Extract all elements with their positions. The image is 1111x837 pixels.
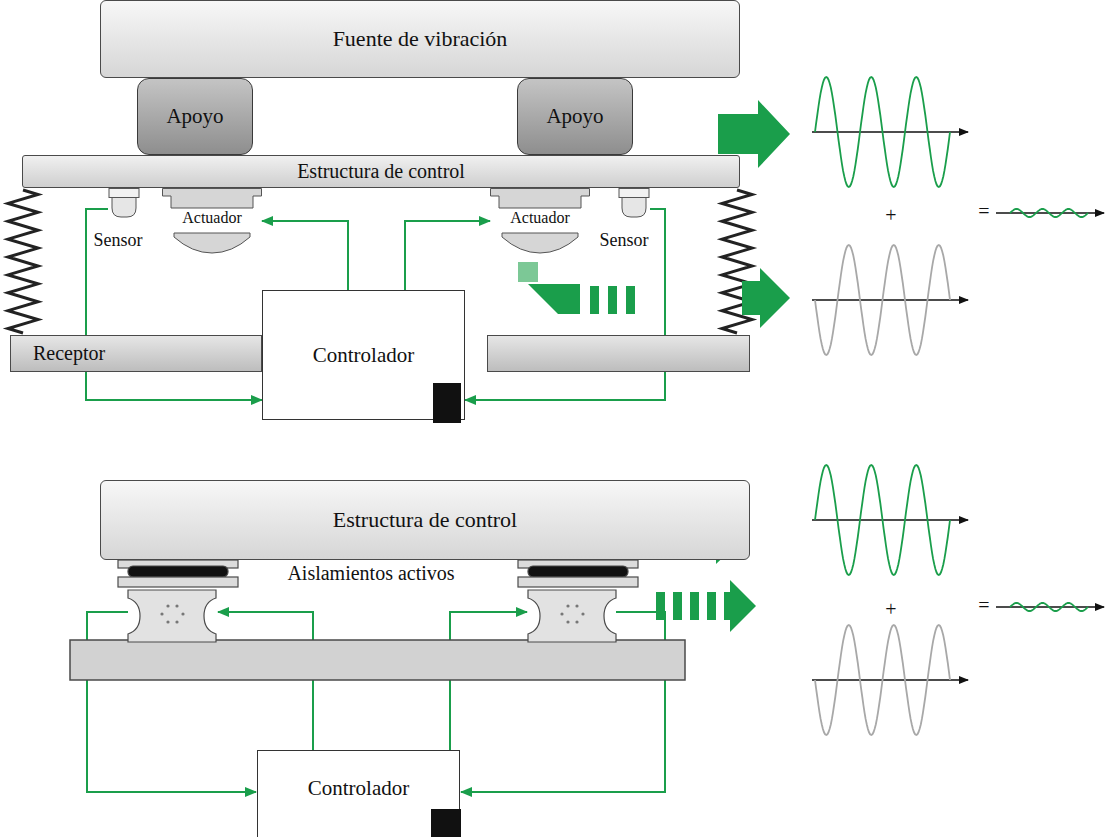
operator-sign: + [881,204,901,227]
operator-sign: = [974,594,994,617]
node-label: Sensor [94,230,143,251]
sensor-shape [618,188,650,218]
signal-connector [405,221,490,290]
node-label: Controlador [308,776,409,800]
sensor-shape [108,188,140,218]
control-structure: Estructura de control [100,480,750,560]
wave-axis [812,132,1104,680]
node-label: Actuador [162,209,262,227]
receptor-plate [487,335,750,372]
support: Apoyo [517,78,633,155]
node-label: Estructura de control [333,507,518,532]
node-label: Estructura de control [297,160,465,183]
receptor-plate: Receptor [10,335,262,372]
signal-connector [262,221,348,290]
sensor: Sensor [108,188,140,218]
actuator: Actuador [162,188,262,254]
active-isolator [118,560,638,642]
controller-indicator [431,809,461,837]
support: Apoyo [137,78,253,155]
node-label: Fuente de vibración [333,26,508,51]
actuator: Actuador [490,188,590,254]
node-label: Sensor [600,230,649,251]
sensor: Sensor [618,188,650,218]
node-label: Actuador [490,209,590,227]
controller: Controlador [257,750,460,837]
node-label: Apoyo [166,104,223,128]
base-plate [70,640,685,680]
waveform [815,77,1088,735]
vibration-source: Fuente de vibración [100,0,740,78]
operator-sign: = [974,200,994,223]
node-label: Apoyo [546,104,603,128]
component-label: Aislamientos activos [268,562,474,585]
controller: Controlador [262,290,465,420]
control-structure: Estructura de control [22,155,740,188]
controller-indicator [433,383,461,423]
node-label: Controlador [313,343,414,367]
operator-sign: + [881,598,901,621]
counter-arrow [518,262,756,632]
node-label: Receptor [33,342,105,365]
